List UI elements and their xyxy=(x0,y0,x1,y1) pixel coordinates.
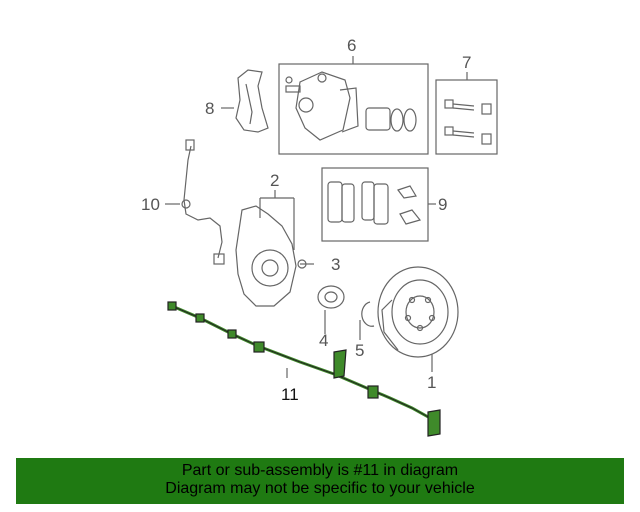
banner-line-2: Diagram may not be specific to your vehi… xyxy=(165,480,475,497)
banner-line-1: Part or sub-assembly is #11 in diagram xyxy=(181,462,459,479)
steering-knuckle-hub xyxy=(235,190,314,307)
brake-pads xyxy=(321,167,436,242)
callout-2[interactable]: 2 xyxy=(270,171,279,190)
parts-diagram: 1 2 3 4 5 6 7 8 9 10 11 xyxy=(141,36,498,437)
callout-4[interactable]: 4 xyxy=(319,331,328,350)
callout-11[interactable]: 11 xyxy=(281,385,299,404)
caliper-bolts xyxy=(435,72,498,155)
brake-rotor xyxy=(377,266,459,372)
callout-10[interactable]: 10 xyxy=(141,195,160,214)
callout-8[interactable]: 8 xyxy=(205,99,214,118)
callout-6[interactable]: 6 xyxy=(347,36,356,55)
info-banner: Part or sub-assembly is #11 in diagram D… xyxy=(16,458,624,504)
wheel-bearing xyxy=(317,285,345,334)
snap-ring xyxy=(359,301,375,340)
caliper-bracket xyxy=(221,69,269,133)
callout-9[interactable]: 9 xyxy=(438,195,447,214)
callout-5[interactable]: 5 xyxy=(355,341,364,360)
callout-3[interactable]: 3 xyxy=(331,255,340,274)
caliper-assembly xyxy=(278,56,429,155)
abs-sensor-harness xyxy=(167,301,441,437)
callout-1[interactable]: 1 xyxy=(427,373,436,392)
wheel-speed-sensor-wire xyxy=(165,139,225,265)
callout-7[interactable]: 7 xyxy=(462,53,471,72)
